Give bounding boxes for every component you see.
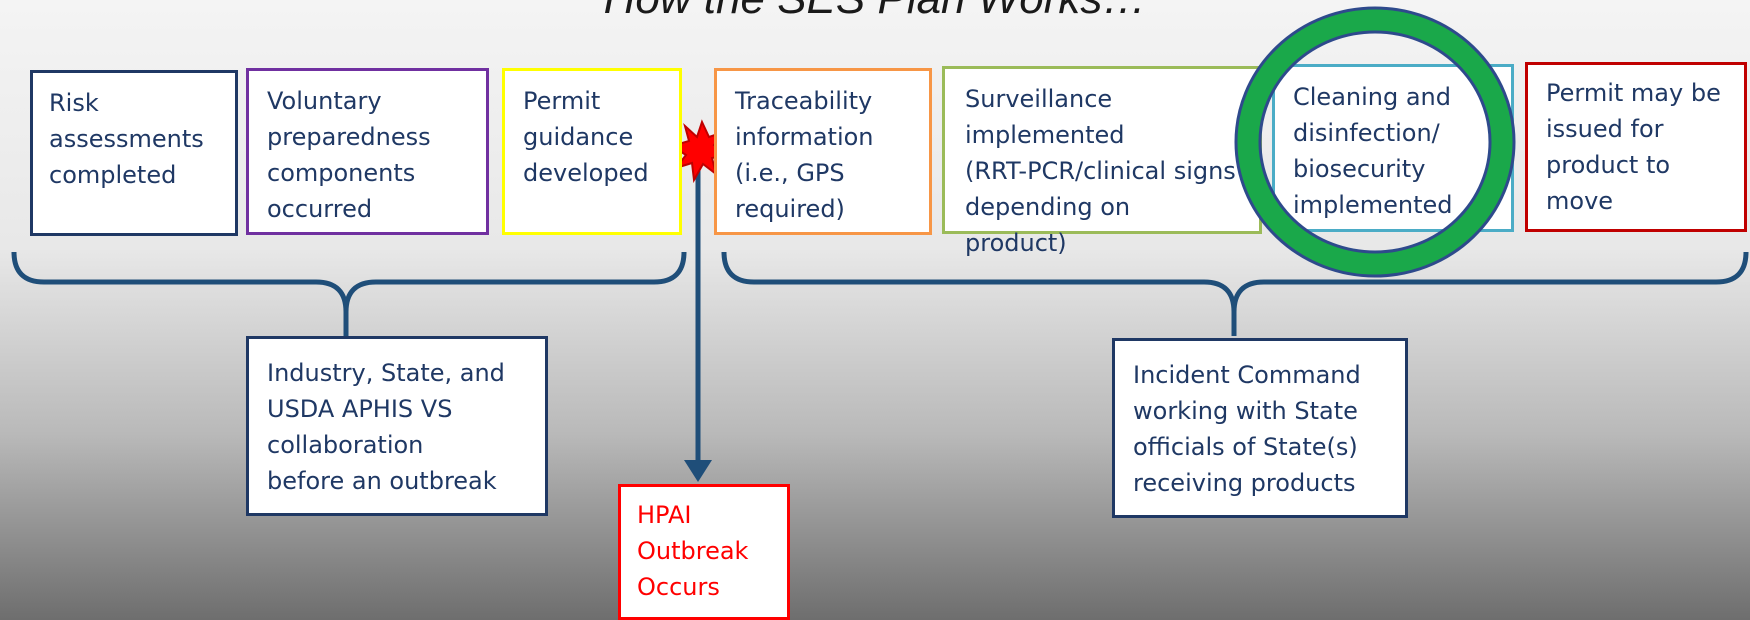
step-risk-assessments: Risk assessments completed bbox=[30, 70, 238, 236]
step-permit-issued: Permit may be issued for product to move bbox=[1525, 62, 1747, 232]
highlight-ring bbox=[1236, 8, 1514, 276]
step-surveillance: Surveillance implemented (RRT-PCR/clinic… bbox=[942, 66, 1262, 257]
hpai-outbreak-box: HPAI Outbreak Occurs bbox=[618, 484, 790, 620]
outbreak-arrowhead bbox=[684, 460, 712, 482]
highlight-ring-inner-edge bbox=[1258, 30, 1492, 254]
step-voluntary-preparedness: Voluntary preparedness components occurr… bbox=[246, 68, 489, 235]
step-permit-guidance: Permit guidance developed bbox=[502, 68, 682, 235]
diagram-title: How the SES Plan Works… bbox=[0, 0, 1750, 24]
group-before-outbreak: Industry, State, and USDA APHIS VS colla… bbox=[246, 336, 548, 516]
highlight-ring-outer-edge bbox=[1234, 6, 1516, 278]
group-incident-command: Incident Command working with State offi… bbox=[1112, 338, 1408, 518]
step-traceability: Traceability information (i.e., GPS requ… bbox=[714, 68, 932, 235]
